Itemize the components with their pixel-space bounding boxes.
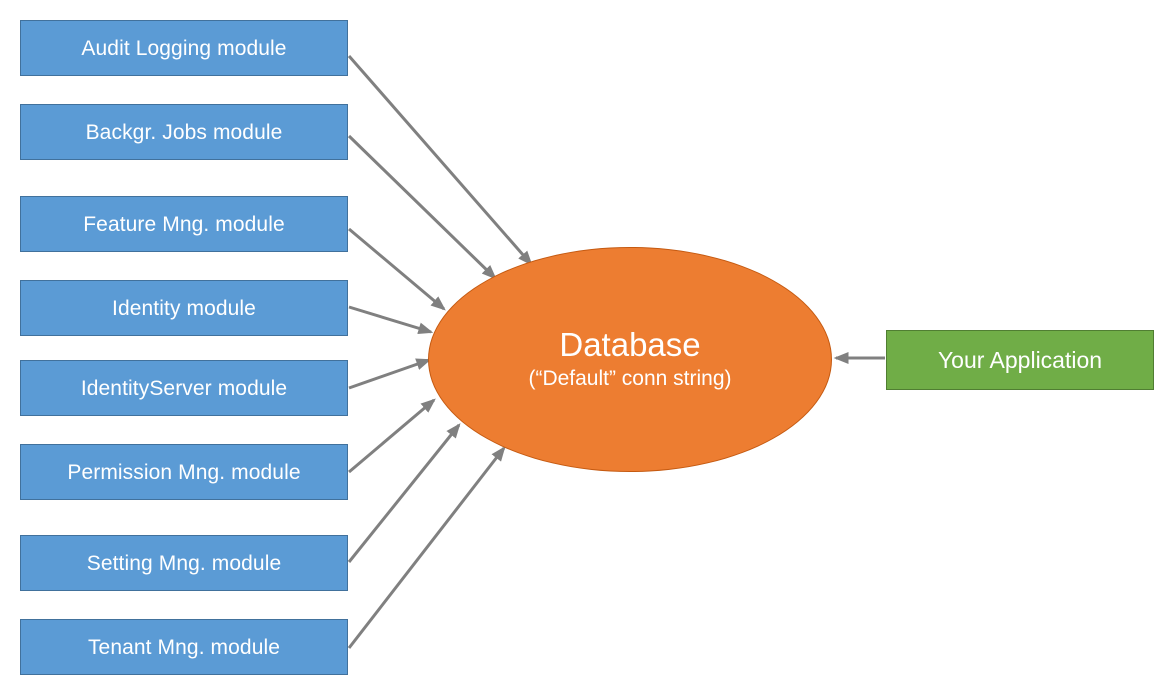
module-box-audit-logging[interactable]: Audit Logging module <box>20 20 348 76</box>
application-node[interactable]: Your Application <box>886 330 1154 390</box>
module-label: Permission Mng. module <box>67 460 301 484</box>
arrow-audit-logging-to-database <box>347 55 533 266</box>
module-box-feature-mng[interactable]: Feature Mng. module <box>20 196 348 252</box>
arrow-permission-mng-to-database <box>348 398 436 474</box>
database-title: Database <box>559 325 701 363</box>
database-subtitle: (“Default” conn string) <box>528 367 732 391</box>
module-box-tenant-mng[interactable]: Tenant Mng. module <box>20 619 348 675</box>
module-label: IdentityServer module <box>80 376 288 400</box>
module-label: Feature Mng. module <box>83 212 285 236</box>
module-box-background-jobs[interactable]: Backgr. Jobs module <box>20 104 348 160</box>
module-label: Identity module <box>112 296 256 320</box>
module-box-identity[interactable]: Identity module <box>20 280 348 336</box>
arrow-background-jobs-to-database <box>347 134 497 280</box>
arrow-feature-mng-to-database <box>348 227 446 311</box>
database-node[interactable]: Database (“Default” conn string) <box>428 247 832 472</box>
module-label: Audit Logging module <box>81 36 287 60</box>
module-label: Setting Mng. module <box>86 551 282 575</box>
module-box-setting-mng[interactable]: Setting Mng. module <box>20 535 348 591</box>
application-label: Your Application <box>937 346 1103 373</box>
arrow-identity-to-database <box>348 305 434 335</box>
module-box-permission-mng[interactable]: Permission Mng. module <box>20 444 348 500</box>
module-box-identityserver[interactable]: IdentityServer module <box>20 360 348 416</box>
arrow-identityserver-to-database <box>348 358 432 390</box>
module-label: Tenant Mng. module <box>87 635 281 659</box>
arrow-tenant-mng-to-database <box>347 446 506 649</box>
arrow-setting-mng-to-database <box>347 423 461 563</box>
module-label: Backgr. Jobs module <box>85 120 283 144</box>
